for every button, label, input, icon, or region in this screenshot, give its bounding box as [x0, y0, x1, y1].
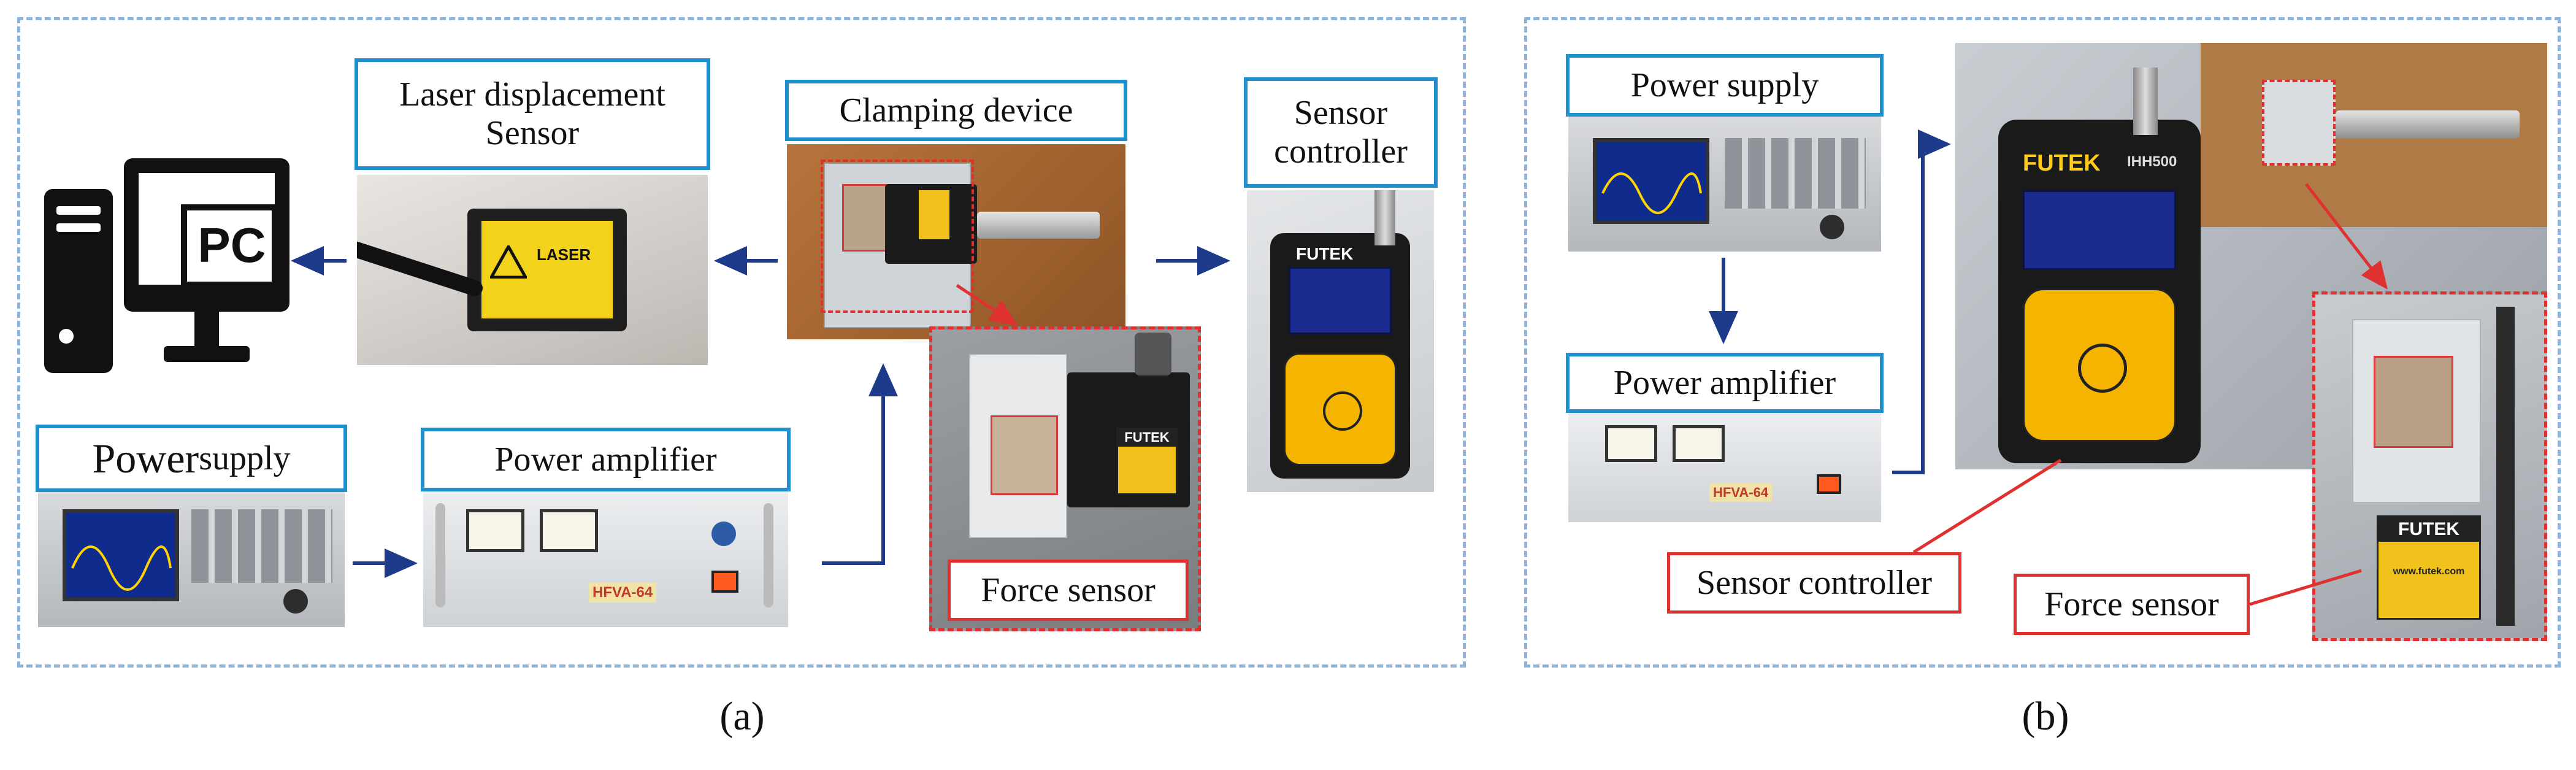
sensor-controller-label-a: Sensor controller [1244, 77, 1438, 188]
controller-screen-a [1289, 267, 1392, 334]
ps-buttons-a [191, 509, 332, 583]
laser-warning-label: LASER [480, 219, 615, 320]
zoom-futek-cell-b: FUTEK www.futek.com [2377, 515, 2481, 620]
power-amplifier-label-b: Power amplifier [1566, 353, 1884, 413]
pc-icon: PC [38, 158, 296, 391]
ps-buttons-b [1725, 138, 1866, 209]
zoom-link-line-b [2305, 183, 2388, 290]
zoom-specimen-b [2374, 356, 2453, 448]
amp-brand-a: HFVA-64 [589, 583, 657, 603]
power-supply-photo-a [38, 491, 345, 627]
amp-brand-b: HFVA-64 [1709, 483, 1773, 502]
power-amplifier-label-a: Power amplifier [421, 428, 791, 491]
clamp-highlight [821, 160, 974, 313]
power-supply-label-b: Power supply [1566, 54, 1884, 117]
power-supply-label-big: Power [92, 434, 199, 482]
controller-brand-b: FUTEK [2023, 150, 2101, 176]
force-sensor-label-b: Force sensor [2014, 574, 2250, 635]
force-sensor-label-a: Force sensor [948, 560, 1189, 621]
amp-knob-a [711, 522, 736, 546]
zoom-futek-brand-b: FUTEK [2379, 517, 2479, 542]
force-sensor-zoom-photo-b: FUTEK www.futek.com [2312, 291, 2547, 641]
clamping-device-label: Clamping device [785, 80, 1127, 141]
power-supply-label-small: supply [199, 439, 291, 477]
laser-text: LASER [537, 245, 591, 264]
controller-connector-a [1374, 190, 1395, 245]
power-amplifier-photo-a: HFVA-64 [423, 491, 788, 627]
sample-fixture-b [2262, 80, 2336, 166]
controller-connector-b [2133, 67, 2158, 135]
controller-screen-b [2023, 190, 2176, 270]
power-supply-photo-b [1568, 117, 1881, 252]
controller-model-b: IHH500 [2127, 153, 2177, 170]
controller-dpad-center-a [1323, 391, 1362, 431]
zoom-futek-url-b: www.futek.com [2393, 566, 2465, 577]
panel-a-frame [17, 17, 1466, 668]
controller-dpad-center-b [2078, 344, 2127, 393]
sensor-controller-photo-a: FUTEK [1247, 190, 1434, 492]
amp-meter-2-b [1673, 425, 1725, 462]
amp-meter-1-b [1605, 425, 1657, 462]
amp-meter-1-a [466, 509, 524, 552]
arrow-amp-to-setup-b [1892, 129, 1951, 474]
panel-b-frame [1524, 17, 2561, 668]
ps-knob-a [283, 589, 308, 614]
zoom-rail-b [2496, 307, 2515, 626]
arrow-amp-to-clamp [822, 363, 898, 565]
sensor-controller-label-b: Sensor controller [1667, 552, 1961, 614]
amp-power-light-a [711, 571, 738, 593]
controller-brand-a: FUTEK [1296, 244, 1354, 263]
clamp-yellow-sensor [919, 190, 949, 239]
panel-a-caption: (a) [719, 694, 765, 739]
zoom-futek-cell: FUTEK [1116, 428, 1178, 495]
power-amplifier-photo-b: HFVA-64 [1568, 413, 1881, 522]
panel-b-caption: (b) [2022, 694, 2069, 739]
amp-handle-left-a [435, 503, 445, 607]
leader-force-b [2249, 569, 2362, 606]
micrometer-b [2336, 110, 2520, 139]
zoom-link-line-a [956, 283, 1018, 326]
leader-controller-b [1912, 458, 2062, 554]
ps-knob-b [1820, 215, 1844, 239]
laser-sensor-label: Laser displacement Sensor [355, 58, 710, 170]
clamping-device-photo [787, 144, 1125, 339]
zoom-knob [1135, 333, 1171, 375]
test-setup-photo-b: FUTEK IHH500 [1955, 43, 2547, 469]
zoom-futek-brand: FUTEK [1118, 428, 1176, 447]
amp-power-light-b [1817, 474, 1841, 494]
amp-meter-2-a [540, 509, 598, 552]
power-supply-label-a: Power supply [36, 425, 347, 492]
pc-icon-label: PC [197, 218, 266, 272]
amp-handle-right-a [764, 503, 773, 607]
zoom-specimen [991, 415, 1058, 495]
micrometer [977, 212, 1100, 239]
ps-screen-a [63, 509, 179, 601]
laser-sensor-photo: LASER [357, 175, 708, 365]
ps-screen-b [1593, 138, 1709, 224]
